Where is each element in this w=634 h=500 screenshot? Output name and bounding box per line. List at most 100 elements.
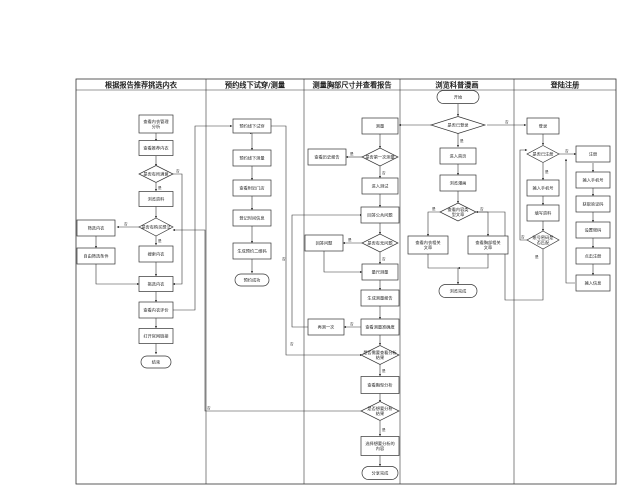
node-l5-auto-login: 输入信息 [575,274,611,292]
node-shape [360,289,400,307]
node-label: 浏览资料 [148,196,166,203]
node-l3-view-report: 查看测量准确度 [360,318,400,336]
node-shape [360,376,400,394]
edge-label-no: 否 [521,235,525,239]
edge-label-no: 否 [176,169,180,173]
node-label: 进入首页 [450,153,467,160]
edge-labels: 是 否 是 否 否 是 否 是 否 否 否 是 是 否 否 是 是 否 否 是 … [124,120,569,432]
node-label: 查看内衣管理分析 [143,118,169,130]
node-l3-retest: 再测一次 [307,318,345,336]
node-l3-gen-report: 生成测量报告 [360,289,400,307]
node-l3-measure: 测量 [361,117,399,135]
node-label: 是否需要查看分析结果 [363,349,397,361]
node-shape [361,177,399,195]
node-label: 点击注册 [585,253,602,260]
node-l3-take-size: 量尺测量 [361,263,399,281]
node-l5-set-pwd: 设置密码 [575,221,611,239]
node-l1-browse: 浏览资料 [138,191,174,207]
node-l5-code-ok: 账号密码是否匹配 [526,230,560,250]
node-label: 自由筛选条件 [83,253,108,260]
edge-label-no: 否 [350,322,354,326]
node-l1-is-want: 是否有所满意 [138,165,174,183]
node-l3-need-detail: 是否需要查看分析结果 [360,345,400,365]
node-label: 进入测试 [372,183,390,190]
node-l1-end: 结束 [140,355,172,369]
edge-label-yes: 是 [158,185,162,190]
node-l3-history: 查看历史报告 [307,148,347,166]
node-label: 查看推荐内衣 [143,145,169,152]
edge-label-no: 否 [382,257,386,261]
node-label: 回答公共问题 [367,212,393,219]
node-label: 浏览完成 [450,288,467,295]
node-label: 回答问题 [316,240,334,247]
node-l1-view-mgmt: 查看内衣管理分析 [138,114,174,134]
node-label: 输入手机号 [533,185,554,192]
node-label: 是否已登录 [448,122,469,129]
node-label: 是否第一次测量 [365,154,394,161]
node-shape [138,191,174,207]
node-label: 注册 [589,151,597,158]
node-l1-by-cond: 自由筛选条件 [76,247,116,265]
node-label: 登记时间信息 [239,215,264,222]
node-shape [407,235,449,255]
edge-label-no: 否 [505,120,509,124]
edge-label-yes: 是 [382,427,386,432]
node-label: 筛选内衣 [88,225,106,232]
node-shape [575,195,611,213]
node-shape [76,219,116,237]
node-l4-check-type: 查看内容类型文章 [439,202,477,222]
node-label: 生成预约二维码 [237,248,266,255]
node-shape [232,179,272,197]
node-l5-input-phone2: 输入手机号 [526,179,560,197]
edge-label-no: 否 [480,207,484,211]
node-label: 打开官网链接 [143,333,169,340]
node-l5-registered: 是否已注册 [526,145,560,163]
node-l2-view-test: 预约线下测量 [232,149,272,167]
node-shape [138,165,174,183]
edge-label-no: 否 [124,222,128,226]
node-label: 填写资料 [535,210,553,217]
node-shape [438,284,478,298]
edge-label-yes: 是 [460,138,464,143]
node-shape [76,247,116,265]
node-shape [526,145,560,163]
node-l4-chest-comic: 查看胸部相关文章 [467,235,509,255]
node-l3-view-detail: 查看胸型分析 [360,376,400,394]
node-label: 查看测量准确度 [365,324,395,331]
node-l1-has-want: 是否有购买想法 [138,217,174,237]
node-label: 查看内衣评价 [143,307,169,314]
node-label: 是否有无问题 [367,240,393,247]
node-label: 查看胸部相关文章 [475,239,500,251]
node-label: 预约线下测量 [239,155,264,162]
node-shape [140,355,172,369]
node-shape [467,235,509,255]
node-l2-book: 预约线下试穿 [232,118,272,134]
node-label: 查看内容类型文章 [448,206,470,218]
node-shape [575,247,611,265]
node-l3-share: 选择想要分析的内容 [360,436,400,456]
node-label: 是否有所满意 [143,171,168,178]
node-l3-first-time: 是否第一次测量 [361,147,399,167]
edge-label-yes: 是 [382,368,386,373]
node-shape [138,140,174,156]
node-l3-done: 分享完成 [361,466,399,480]
lane-title-4: 浏览科普漫画 [435,81,478,90]
node-shape [436,90,480,104]
lane-title-1: 根据报告推荐挑选内衣 [105,81,178,90]
node-l4-start: 开始 [436,90,480,104]
node-shape [361,147,399,167]
node-shape [360,401,400,421]
lane-title-2: 预约线下试穿/测量 [225,81,286,90]
node-label: 预约成功 [244,277,261,284]
node-shape [526,204,560,222]
node-l5-get-code: 获取验证码 [575,195,611,213]
node-shape [360,318,400,336]
node-l1-view-eval: 查看内衣评价 [138,301,174,319]
lane-title-3: 测量胸部尺寸并查看报告 [312,81,391,90]
node-label: 查看历史报告 [314,154,339,161]
node-l4-ctn-comic: 查看内衣相关文章 [407,235,449,255]
node-shape [232,118,272,134]
node-label: 输入信息 [585,280,602,287]
node-shape [304,234,344,252]
